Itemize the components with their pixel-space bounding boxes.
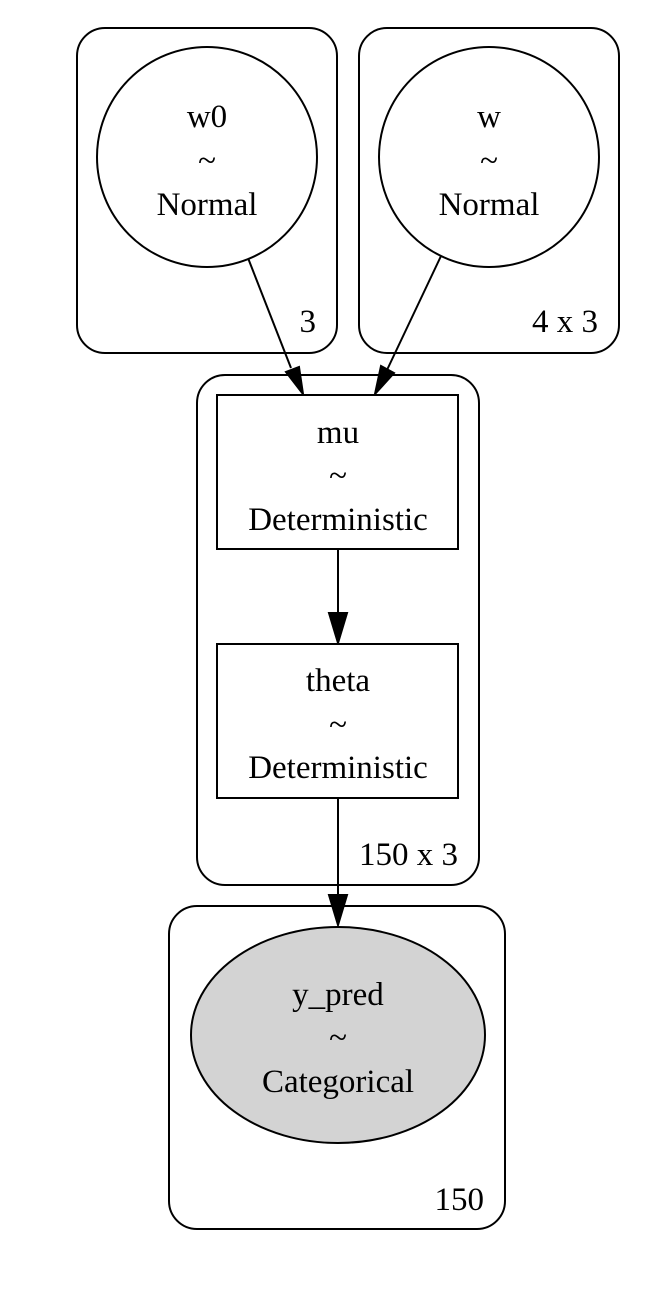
edge-theta-to-y-pred-arrowhead <box>327 894 349 929</box>
node-mu-dist: Deterministic <box>248 502 428 538</box>
node-y-pred-shape <box>190 926 486 1144</box>
node-w0-name: w0 <box>187 99 227 135</box>
plate-w0: 3 <box>76 27 338 354</box>
plate-mu-theta-label: 150 x 3 <box>359 837 458 873</box>
node-mu-name: mu <box>317 415 359 451</box>
node-theta-name: theta <box>306 663 370 699</box>
edge-w-to-mu-arrowhead <box>373 364 396 398</box>
node-theta-shape <box>216 643 459 799</box>
node-w-shape <box>378 46 600 268</box>
edge-w0-to-mu-arrowhead <box>284 365 305 398</box>
edge-w0-to-mu-line <box>247 257 292 369</box>
edge-mu-to-theta <box>327 549 349 647</box>
node-w0[interactable]: w0 ~ Normal <box>96 46 318 268</box>
edge-theta-to-y-pred <box>327 798 349 929</box>
node-mu[interactable]: mu ~ Deterministic <box>216 394 459 550</box>
plate-w0-label: 3 <box>300 304 317 340</box>
node-mu-tilde: ~ <box>329 458 347 494</box>
node-w[interactable]: w ~ Normal <box>378 46 600 268</box>
plate-w-frame <box>358 27 620 354</box>
node-y-pred-dist: Categorical <box>262 1064 414 1100</box>
plate-w0-frame <box>76 27 338 354</box>
node-theta-tilde: ~ <box>329 707 347 743</box>
node-y-pred[interactable]: y_pred ~ Categorical <box>190 926 486 1144</box>
node-y-pred-name: y_pred <box>292 977 384 1013</box>
node-y-pred-tilde: ~ <box>329 1020 347 1056</box>
plate-w-label: 4 x 3 <box>532 304 598 340</box>
node-w-tilde: ~ <box>480 143 498 179</box>
edge-w-to-mu-line <box>386 255 442 371</box>
node-theta[interactable]: theta ~ Deterministic <box>216 643 459 799</box>
node-theta-dist: Deterministic <box>248 750 428 786</box>
plate-y-pred-label: 150 <box>435 1182 485 1218</box>
edge-w-to-mu <box>373 255 442 398</box>
node-w0-tilde: ~ <box>198 143 216 179</box>
node-w-name: w <box>477 99 501 135</box>
edge-w0-to-mu <box>247 257 305 398</box>
node-w0-shape <box>96 46 318 268</box>
node-w-dist: Normal <box>439 187 540 223</box>
edge-mu-to-theta-arrowhead <box>327 612 349 647</box>
node-w0-dist: Normal <box>157 187 258 223</box>
node-mu-shape <box>216 394 459 550</box>
plate-w: 4 x 3 <box>358 27 620 354</box>
